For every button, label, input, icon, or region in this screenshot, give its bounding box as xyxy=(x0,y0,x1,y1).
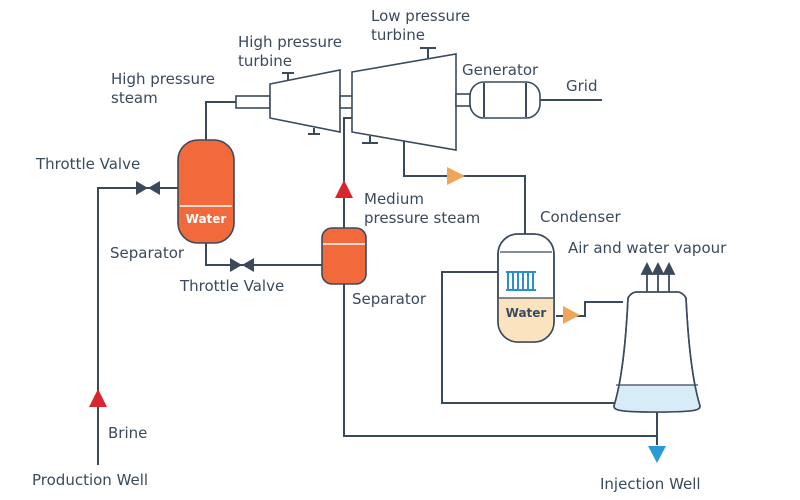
mp-steam-pipe xyxy=(343,117,352,230)
generator-label: Generator xyxy=(462,61,539,79)
high-pressure-steam-label-line2: steam xyxy=(111,89,158,107)
vapour-arrow-1-head-icon xyxy=(640,261,654,275)
lp-turbine-body xyxy=(351,53,457,151)
high-pressure-turbine xyxy=(235,69,355,135)
grid-label: Grid xyxy=(566,77,597,95)
separator-right xyxy=(321,227,367,285)
high-pressure-turbine-label-line2: turbine xyxy=(238,52,292,70)
cooling-tower xyxy=(613,261,701,413)
separator-left: Water xyxy=(177,139,235,244)
generator-body xyxy=(469,81,541,119)
lp-coupling xyxy=(455,93,471,107)
vapour-arrow-3-head-icon xyxy=(662,261,676,275)
vapour-arrow-2-head-icon xyxy=(651,261,665,275)
brine-injection-pipe xyxy=(343,284,658,445)
condenser-out-flow-arrow-icon xyxy=(563,306,580,324)
condenser: Water xyxy=(497,233,555,343)
cooling-tower-outline xyxy=(613,291,701,413)
separator-left-water-label: Water xyxy=(186,212,227,226)
brine-label: Brine xyxy=(108,424,147,442)
production-well-label: Production Well xyxy=(32,471,148,489)
high-pressure-steam-label: High pressure xyxy=(111,70,215,88)
brine-flow-arrow-icon xyxy=(89,389,107,407)
low-pressure-turbine-label-line2: turbine xyxy=(371,26,425,44)
throttle-valve-bottom-icon xyxy=(230,258,254,272)
hp-inlet-stub xyxy=(235,95,271,109)
separator-brine-pipe xyxy=(205,242,322,266)
separator-right-label: Separator xyxy=(352,290,427,308)
low-pressure-turbine xyxy=(351,47,471,151)
condenser-coil-icon xyxy=(506,271,536,291)
hp-steam-pipe xyxy=(205,101,236,140)
generator xyxy=(469,81,541,119)
throttle-valve-bottom-label: Throttle Valve xyxy=(179,277,284,295)
medium-pressure-steam-label: Medium xyxy=(364,190,424,208)
throttle-valve-top-icon xyxy=(136,181,160,195)
air-water-vapour-label: Air and water vapour xyxy=(568,239,727,257)
condenser-vessel-outline xyxy=(497,233,555,343)
medium-steam-flow-arrow-icon xyxy=(335,180,353,198)
injection-well-label: Injection Well xyxy=(600,475,701,493)
condenser-water xyxy=(498,298,554,342)
cooling-return-pipe xyxy=(441,271,614,404)
separator-left-vessel xyxy=(177,139,235,244)
medium-pressure-steam-label-line2: pressure steam xyxy=(364,209,480,227)
hp-turbine-body xyxy=(269,69,341,133)
condenser-water-label: Water xyxy=(506,306,547,320)
low-pressure-turbine-label: Low pressure xyxy=(371,7,470,25)
cooling-tower-water xyxy=(614,385,700,412)
throttle-valve-top-label: Throttle Valve xyxy=(35,155,140,173)
vapour-arrows xyxy=(640,261,676,292)
separator-right-vessel xyxy=(321,227,367,285)
separator-left-label: Separator xyxy=(110,244,185,262)
condenser-label: Condenser xyxy=(540,208,621,226)
exhaust-flow-arrow-icon xyxy=(447,167,465,185)
injection-flow-arrow-icon xyxy=(648,446,666,463)
high-pressure-turbine-label: High pressure xyxy=(238,33,342,51)
